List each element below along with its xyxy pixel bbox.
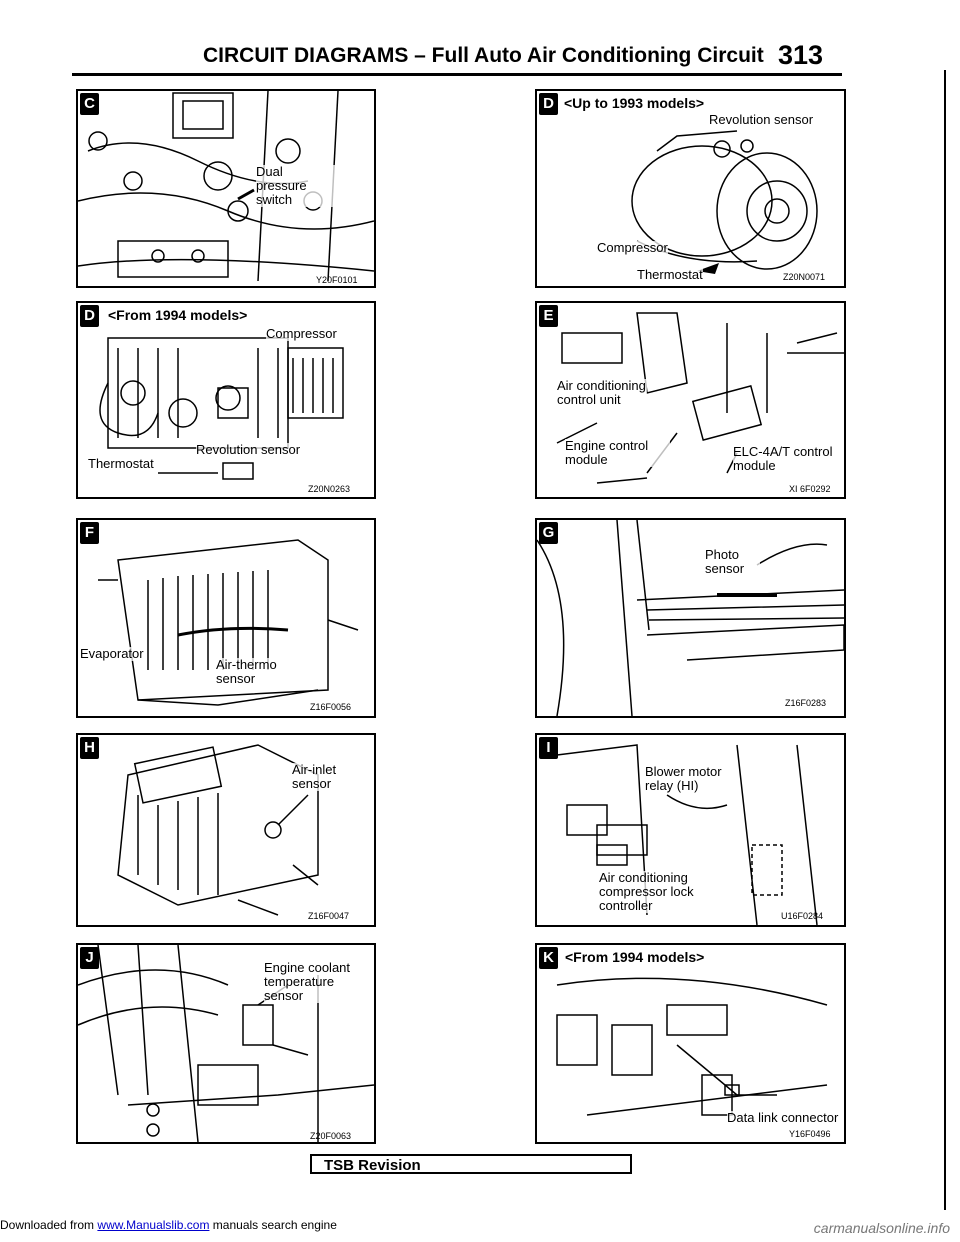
compressor-label-1994: Compressor (266, 326, 337, 341)
panel-f-code: Z16F0056 (310, 702, 352, 712)
page-edge-rule (944, 70, 946, 1210)
air-thermo-sensor-label: Air-thermo sensor (216, 658, 286, 686)
panel-h-code: Z16F0047 (308, 911, 350, 921)
panel-j-code: Z20F0063 (310, 1131, 352, 1141)
download-prefix: Downloaded from (0, 1218, 95, 1232)
panel-k-heading: <From 1994 models> (565, 949, 705, 965)
data-link-connector-label: Data link connector (727, 1110, 839, 1125)
revolution-sensor-label-1994: Revolution sensor (196, 442, 301, 457)
panel-h-drawing (117, 744, 319, 916)
panel-h: H Air-inlet sensor Z16F0047 (76, 733, 376, 927)
elc-control-module-label: ELC-4A/T control module (733, 445, 838, 473)
blower-motor-relay-label: Blower motor relay (HI) (645, 765, 730, 793)
download-suffix: manuals search engine (212, 1218, 337, 1232)
ac-control-unit-label: Air conditioning control unit (557, 378, 647, 407)
panel-i-drawing (556, 744, 818, 925)
thermostat-label-1993: Thermostat (637, 267, 703, 282)
panel-g: G Photo sensor Z16F0283 (535, 518, 846, 718)
panel-d-1993-code: Z20N0071 (783, 272, 826, 282)
panel-d-1993-heading: <Up to 1993 models> (564, 95, 705, 111)
watermark: carmanualsonline.info (813, 1220, 950, 1236)
evaporator-label: Evaporator (80, 646, 144, 661)
download-line: Downloaded from www.Manualslib.com manua… (0, 1218, 960, 1238)
dual-pressure-switch-label: Dual pressure switch (256, 165, 336, 207)
panel-k-drawing (556, 977, 828, 1116)
panel-i: I Blower motor relay (HI) Air conditioni… (535, 733, 846, 927)
panel-j-drawing (78, 945, 374, 1142)
panel-d-1994-drawing (99, 337, 344, 480)
panel-d-1994: D <From 1994 models> Compressor Revoluti… (76, 301, 376, 499)
panel-f: F Evaporator Air-thermo sensor Z16F0056 (76, 518, 376, 718)
panel-e: E Air conditioning control unit Engine c… (535, 301, 846, 499)
panel-h-letter: H (80, 737, 99, 759)
air-inlet-sensor-label: Air-inlet sensor (292, 763, 352, 791)
panel-c-letter: C (80, 93, 99, 115)
thermostat-label-1994: Thermostat (88, 456, 154, 471)
panel-i-letter: I (539, 737, 558, 759)
panel-i-code: U16F0284 (781, 911, 824, 921)
panel-d-1994-code: Z20N0263 (308, 484, 351, 494)
panel-d-1994-heading: <From 1994 models> (108, 307, 248, 323)
engine-coolant-temperature-sensor-label: Engine coolant temperature sensor (264, 961, 364, 1003)
panel-c: C Dual pressure switch Y20F0101 (76, 89, 376, 288)
panel-d-1994-letter: D (80, 305, 99, 327)
compressor-label-1993: Compressor (597, 240, 668, 255)
panel-k-letter: K (539, 947, 558, 969)
panel-g-code: Z16F0283 (785, 698, 827, 708)
engine-control-module-label: Engine control module (565, 439, 670, 467)
panel-g-drawing (537, 520, 844, 716)
header-rule (72, 73, 842, 76)
page-number: 313 (778, 40, 824, 70)
revolution-sensor-label-1993: Revolution sensor (709, 112, 814, 127)
page-title: CIRCUIT DIAGRAMS – Full Auto Air Conditi… (203, 44, 764, 67)
panel-e-letter: E (539, 305, 558, 327)
panel-j: J Engine coolant temperature sensor Z20F… (76, 943, 376, 1144)
panel-f-drawing (98, 539, 359, 706)
ac-compressor-lock-controller-label: Air conditioning compressor lock control… (599, 871, 714, 913)
tsb-revision-box: TSB Revision (310, 1154, 632, 1174)
panel-f-letter: F (80, 522, 99, 544)
panel-d-1993-letter: D (539, 93, 558, 115)
panel-e-code: XI 6F0292 (789, 484, 831, 494)
panel-g-letter: G (539, 522, 558, 544)
panel-c-code: Y20F0101 (316, 275, 358, 285)
page-header: CIRCUIT DIAGRAMS – Full Auto Air Conditi… (0, 0, 960, 80)
photo-sensor-label: Photo sensor (705, 548, 760, 576)
panel-j-letter: J (80, 947, 99, 969)
manualslib-link[interactable]: www.Manualslib.com (97, 1218, 210, 1232)
panel-k-code: Y16F0496 (789, 1129, 831, 1139)
panel-k: K <From 1994 models> Data link connector… (535, 943, 846, 1144)
panel-d-1993: D <Up to 1993 models> Revolution sensor … (535, 89, 846, 288)
